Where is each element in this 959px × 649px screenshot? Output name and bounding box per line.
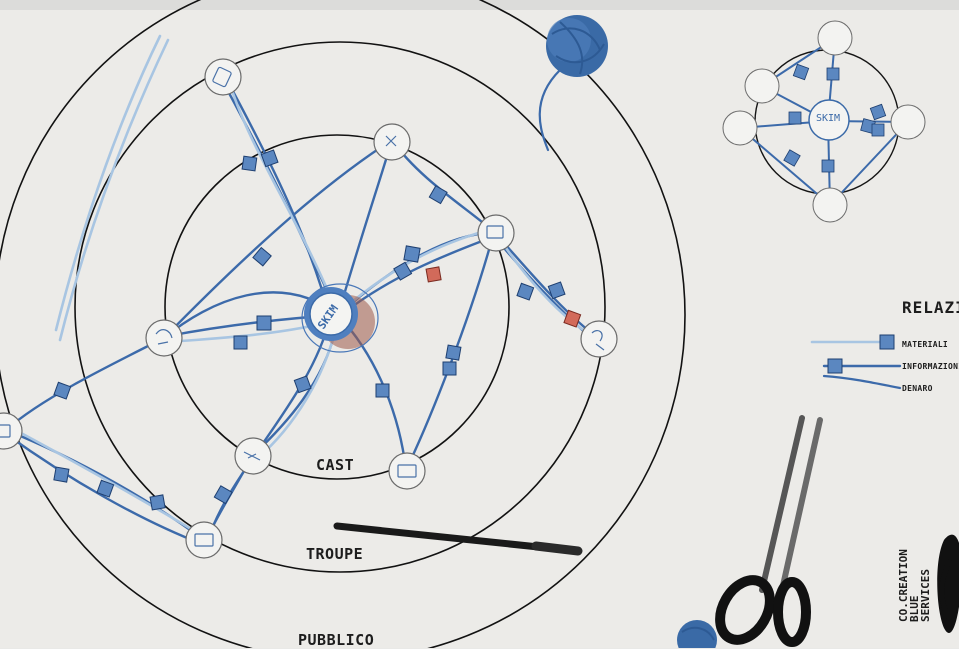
- center-badge: [302, 284, 378, 352]
- table-edge: [0, 0, 959, 10]
- actor-disc-bottom: [186, 522, 222, 558]
- actor-disc-top: [205, 59, 241, 95]
- actor-disc-left: [146, 320, 182, 356]
- actor-disc-far-right: [581, 321, 617, 357]
- ring-label-pubblico: PUBBLICO: [298, 631, 374, 649]
- actor-disc-right: [478, 215, 514, 251]
- yarn-ball: [546, 15, 608, 77]
- actor-disc-bottom-center: [389, 453, 425, 489]
- ring-label-cast: CAST: [316, 456, 354, 474]
- legend-title: RELAZI: [902, 298, 959, 317]
- legend-item-informazioni: INFORMAZIONI: [902, 362, 959, 371]
- mini-map-center-label: SKIM: [816, 113, 840, 124]
- brand-text: CO.CREATION BLUE SERVICES: [898, 549, 931, 622]
- ring-label-troupe: TROUPE: [306, 545, 363, 563]
- legend-item-materiali: MATERIALI: [902, 340, 948, 349]
- brand-line-3: SERVICES: [920, 549, 931, 622]
- legend-item-denaro: DENARO: [902, 384, 933, 393]
